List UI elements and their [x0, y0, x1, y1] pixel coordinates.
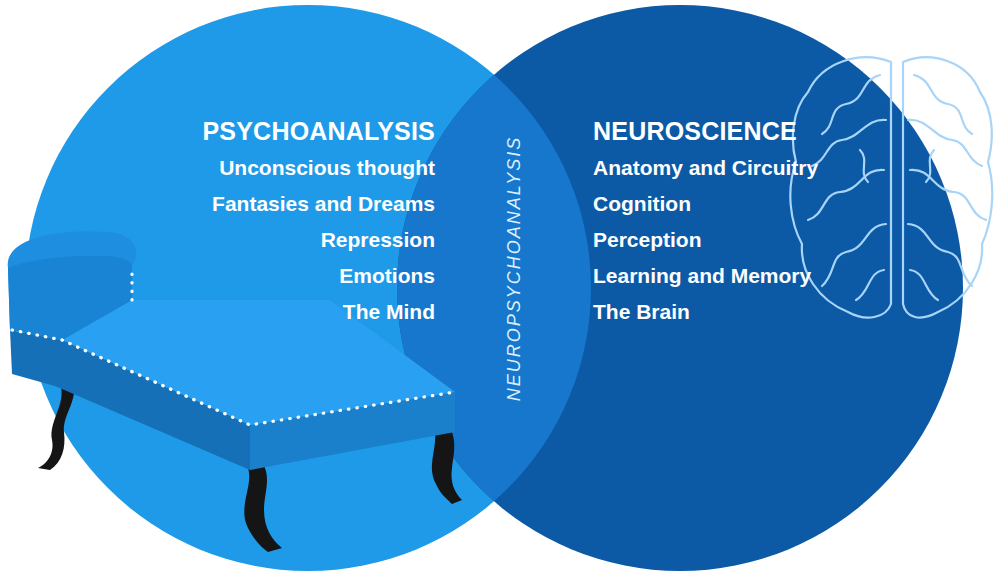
circle-fill [397, 5, 963, 571]
brain-stroke [903, 57, 992, 317]
topic-item: The Brain [593, 294, 818, 330]
topic-item: Learning and Memory [593, 258, 818, 294]
brain-stroke [808, 170, 884, 220]
brain-stroke [812, 120, 886, 166]
brain-stroke [914, 75, 972, 134]
chaise-longue [8, 231, 462, 552]
backrest [8, 231, 136, 340]
topic-item: Anatomy and Circuitry [593, 150, 818, 186]
chaise-leg [38, 380, 74, 470]
brain-stroke [822, 224, 886, 286]
topic-item: Repression [203, 222, 436, 258]
backrest-shade [8, 256, 132, 340]
seat-top [62, 300, 455, 425]
brain-stroke [910, 170, 986, 220]
topic-item: Fantasies and Dreams [203, 186, 436, 222]
brain-stroke [860, 150, 868, 182]
seat-front [10, 330, 250, 470]
chaise-leg [244, 462, 282, 552]
brain-outline [790, 57, 992, 317]
brain-stroke [910, 270, 938, 300]
text-column: NEUROSCIENCEAnatomy and CircuitryCogniti… [593, 113, 818, 330]
seat-side [250, 392, 455, 470]
neuroscience-circle: NEUROSCIENCEAnatomy and CircuitryCogniti… [397, 5, 963, 571]
circle-shape [397, 5, 963, 571]
brain-stroke [908, 120, 982, 166]
overlap-label: NEUROPSYCHOANALYSIS [504, 135, 525, 400]
topic-item: Perception [593, 222, 818, 258]
topic-item: Emotions [203, 258, 436, 294]
chaise-leg [330, 416, 344, 448]
piping-dots [12, 266, 455, 425]
topic-item: The Mind [203, 294, 436, 330]
circle-heading: PSYCHOANALYSIS [203, 113, 436, 150]
overlap-lens [397, 5, 963, 571]
brain-stroke [790, 57, 891, 317]
brain-stroke [926, 150, 934, 182]
text-column: PSYCHOANALYSISUnconscious thoughtFantasi… [203, 113, 436, 330]
circle-heading: NEUROSCIENCE [593, 113, 818, 150]
topic-item: Unconscious thought [203, 150, 436, 186]
chaise-leg [430, 420, 462, 504]
brain-stroke [908, 224, 972, 286]
brain-stroke [822, 75, 880, 134]
topic-item: Cognition [593, 186, 818, 222]
brain-stroke [856, 270, 884, 300]
